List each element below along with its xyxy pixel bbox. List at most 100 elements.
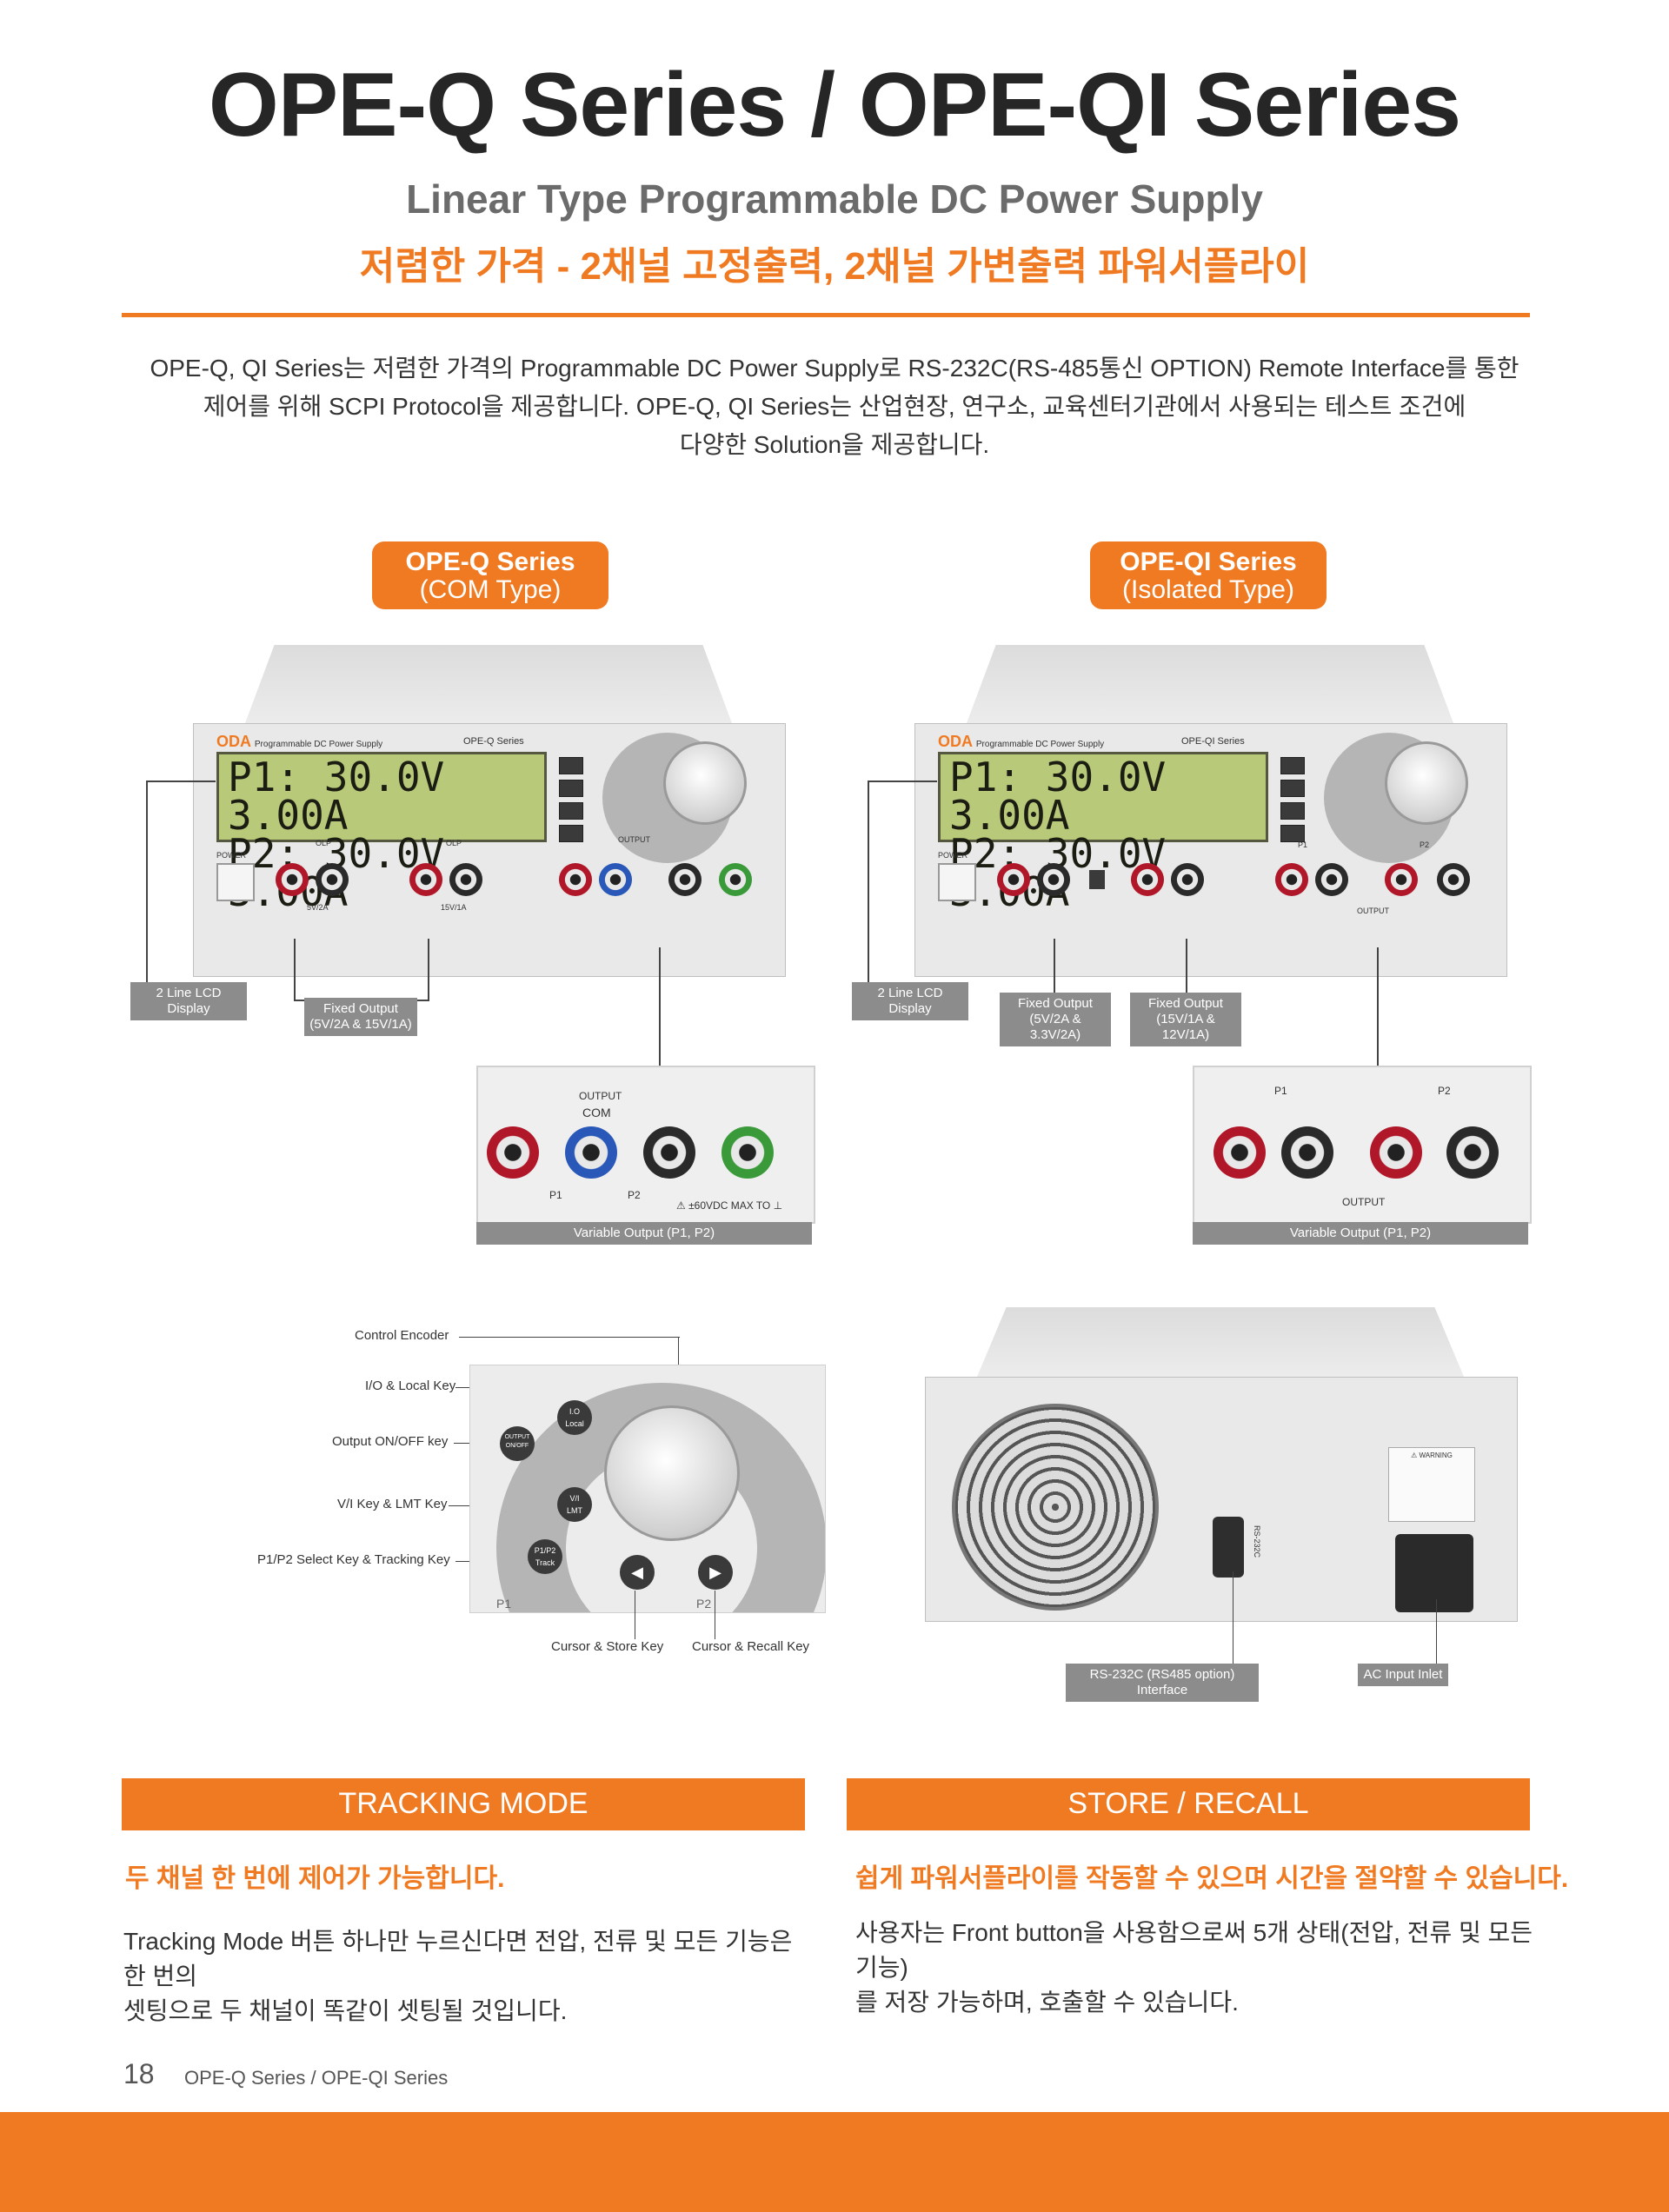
fixed-terminal-positive xyxy=(276,863,309,896)
warning-sticker: ⚠ WARNING xyxy=(1388,1447,1475,1522)
power-switch[interactable] xyxy=(216,863,255,901)
badge-name: OPE-Q Series xyxy=(405,548,575,576)
control-encoder-knob[interactable] xyxy=(663,741,747,825)
p2-label: P2 xyxy=(696,1597,712,1611)
p1p2-select-key[interactable]: P1/P2 Track xyxy=(528,1539,562,1574)
lcd-side-key[interactable] xyxy=(1280,825,1305,842)
lcd-side-key[interactable] xyxy=(559,825,583,842)
lcd-side-key[interactable] xyxy=(1280,802,1305,820)
output-onoff-key[interactable]: OUTPUT ON/OFF xyxy=(500,1426,535,1461)
fixed-terminal-negative xyxy=(1037,863,1070,896)
variable-terminal-com xyxy=(599,863,632,896)
olp-label: OLP xyxy=(316,839,332,847)
control-encoder-knob[interactable] xyxy=(604,1405,740,1541)
variable-terminal-positive xyxy=(487,1126,539,1179)
fixed-terminal-positive xyxy=(409,863,442,896)
control-encoder-knob[interactable] xyxy=(1385,741,1468,825)
fixed-terminal-negative xyxy=(316,863,349,896)
lcd-side-key[interactable] xyxy=(1280,757,1305,774)
callout-line xyxy=(868,781,869,994)
key-label: I.O xyxy=(569,1407,580,1416)
intro-line: 다양한 Solution을 제공합니다. xyxy=(679,431,990,458)
key-label: Track xyxy=(535,1558,555,1567)
lcd-display: P1: 30.0V 3.00A P2: 30.0V 3.00A xyxy=(938,752,1268,912)
power-label: POWER xyxy=(216,851,247,860)
callout-line xyxy=(146,781,216,782)
badge-type: (COM Type) xyxy=(419,575,562,604)
p1-label: P1 xyxy=(496,1597,512,1611)
device-top-cover xyxy=(977,1307,1464,1377)
ac-inlet xyxy=(1395,1534,1473,1612)
intro-line: OPE-Q, QI Series는 저렴한 가격의 Programmable D… xyxy=(150,355,1519,382)
footer-bar xyxy=(0,2112,1669,2212)
device-front-panel: ODA Programmable DC Power Supply OPE-Q S… xyxy=(193,723,786,977)
ope-qi-variable-output-panel: P1 P2 OUTPUT xyxy=(1193,1066,1532,1224)
ac-inlet-callout: AC Input Inlet xyxy=(1358,1664,1448,1686)
cursor-recall-key[interactable]: ▶ xyxy=(698,1555,733,1590)
badge-type: (Isolated Type) xyxy=(1122,575,1294,604)
cursor-store-callout: Cursor & Store Key xyxy=(551,1639,664,1654)
device-front-panel: ODA Programmable DC Power Supply OPE-QI … xyxy=(914,723,1507,977)
device-top-cover xyxy=(967,645,1453,723)
brand-logo: ODA xyxy=(216,733,251,750)
lcd-display-callout: 2 Line LCD Display xyxy=(130,982,247,1020)
power-switch[interactable] xyxy=(938,863,976,901)
callout-line xyxy=(146,781,148,994)
output-label: OUTPUT xyxy=(618,835,650,844)
variable-output-callout: Variable Output (P1, P2) xyxy=(1193,1222,1528,1245)
callout-line xyxy=(868,781,937,782)
lcd-display-callout: 2 Line LCD Display xyxy=(852,982,968,1020)
variable-terminal-negative xyxy=(1315,863,1348,896)
variable-terminal-negative xyxy=(1437,863,1470,896)
fixed-terminal-positive xyxy=(1131,863,1164,896)
model-label: OPE-QI Series xyxy=(1181,736,1245,747)
variable-terminal-com xyxy=(565,1126,617,1179)
intro-paragraph: OPE-Q, QI Series는 저렴한 가격의 Programmable D… xyxy=(139,349,1530,464)
ope-q-series-badge: OPE-Q Series (COM Type) xyxy=(372,541,608,609)
rear-panel-photo: RS-232C ⚠ WARNING xyxy=(925,1307,1518,1639)
tracking-mode-body: Tracking Mode 버튼 하나만 누르신다면 전압, 전류 및 모든 기… xyxy=(123,1924,810,2029)
ground-terminal xyxy=(719,863,752,896)
fixed-terminal-positive xyxy=(997,863,1030,896)
fixed-output-label-15v: 15V/1A xyxy=(441,903,467,912)
output-label: OUTPUT xyxy=(1357,907,1389,915)
lcd-side-key[interactable] xyxy=(1280,780,1305,797)
page-subtitle: Linear Type Programmable DC Power Supply xyxy=(406,176,1263,222)
rs232-port-label: RS-232C xyxy=(1253,1525,1261,1558)
lcd-side-key[interactable] xyxy=(559,802,583,820)
tracking-mode-headline: 두 채널 한 번에 제어가 가능합니다. xyxy=(125,1864,505,1893)
cursor-recall-callout: Cursor & Recall Key xyxy=(692,1639,810,1654)
badge-name: OPE-QI Series xyxy=(1120,548,1297,576)
cursor-store-key[interactable]: ◀ xyxy=(620,1555,655,1590)
lcd-side-key[interactable] xyxy=(559,757,583,774)
device-top-cover xyxy=(245,645,732,723)
lcd-side-key[interactable] xyxy=(559,780,583,797)
callout-line xyxy=(1054,939,1055,994)
body-line: 를 저장 가능하며, 호출할 수 있습니다. xyxy=(855,1989,1239,2016)
p2-label: P2 xyxy=(1420,840,1430,849)
brand-logo: ODA xyxy=(938,733,973,750)
page-subtitle-korean: 저렴한 가격 - 2채널 고정출력, 2채널 가변출력 파워서플라이 xyxy=(359,245,1310,288)
key-label: Local xyxy=(565,1419,584,1428)
ope-q-device-photo: ODA Programmable DC Power Supply OPE-Q S… xyxy=(193,645,786,980)
vi-lmt-key[interactable]: V/I LMT xyxy=(557,1487,592,1522)
warning-text: WARNING xyxy=(1419,1451,1453,1459)
variable-terminal-positive xyxy=(1370,1126,1422,1179)
ope-q-variable-output-panel: OUTPUT COM P1 P2 ⚠ ±60VDC MAX TO ⊥ xyxy=(476,1066,815,1224)
com-label: COM xyxy=(582,1106,611,1119)
voltage-select-switch[interactable] xyxy=(1089,870,1105,889)
io-local-key[interactable]: I.O Local xyxy=(557,1400,592,1435)
lcd-line-1: P1: 30.0V 3.00A xyxy=(949,754,1167,839)
p1-label: P1 xyxy=(1298,840,1308,849)
callout-line xyxy=(428,939,429,1001)
cursor-right-icon: ▶ xyxy=(709,1564,721,1581)
callout-line xyxy=(659,947,661,1067)
ope-qi-series-badge: OPE-QI Series (Isolated Type) xyxy=(1090,541,1327,609)
variable-output-callout: Variable Output (P1, P2) xyxy=(476,1222,812,1245)
warning-icon: ⚠ xyxy=(1411,1451,1418,1459)
output-onoff-callout: Output ON/OFF key xyxy=(332,1434,449,1449)
store-recall-headline: 쉽게 파워서플라이를 작동할 수 있으며 시간을 절약할 수 있습니다. xyxy=(855,1864,1569,1893)
p2-label: P2 xyxy=(1438,1085,1451,1097)
vi-lmt-callout: V/I Key & LMT Key xyxy=(337,1497,448,1511)
lcd-line-1: P1: 30.0V 3.00A xyxy=(228,754,445,839)
